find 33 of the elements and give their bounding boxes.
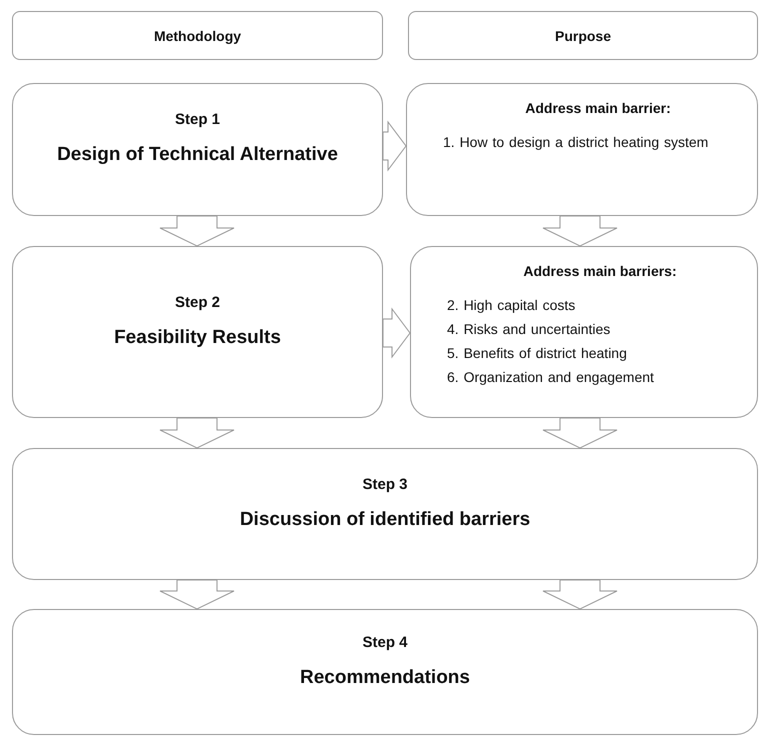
step-label: Step 2 [174, 294, 220, 310]
block-arrow [382, 120, 407, 172]
rounded-box [12, 448, 758, 580]
block-arrow [542, 216, 618, 247]
step-label: Step 4 [362, 634, 408, 650]
rounded-box [410, 246, 758, 418]
list-item: 5. Benefits of district heating [447, 344, 627, 363]
block-arrow [542, 418, 618, 449]
box-heading: Address main barriers: [523, 263, 677, 279]
list-item: 6. Organization and engagement [447, 368, 654, 387]
block-arrow [382, 308, 411, 358]
list-item: 1. How to design a district heating system [443, 133, 708, 152]
step-title: Recommendations [300, 666, 470, 688]
column-heading: Methodology [154, 28, 242, 44]
rounded-box [406, 83, 758, 216]
step-title: Design of Technical Alternative [57, 144, 338, 166]
step-label: Step 1 [174, 111, 220, 128]
rounded-box [12, 609, 758, 735]
step-title: Discussion of identified barriers [240, 508, 530, 530]
step-label: Step 3 [362, 476, 408, 492]
block-arrow [160, 580, 234, 610]
rounded-box [12, 246, 383, 418]
block-arrow [160, 418, 234, 449]
block-arrow [160, 216, 234, 247]
step-title: Feasibility Results [114, 326, 281, 348]
block-arrow [542, 580, 618, 610]
box-heading: Address main barrier: [525, 100, 671, 116]
list-item: 4. Risks and uncertainties [447, 320, 610, 339]
column-heading: Purpose [554, 28, 611, 44]
rounded-box [12, 83, 383, 216]
list-item: 2. High capital costs [447, 296, 576, 315]
header-box [408, 11, 758, 60]
header-box [12, 11, 383, 60]
